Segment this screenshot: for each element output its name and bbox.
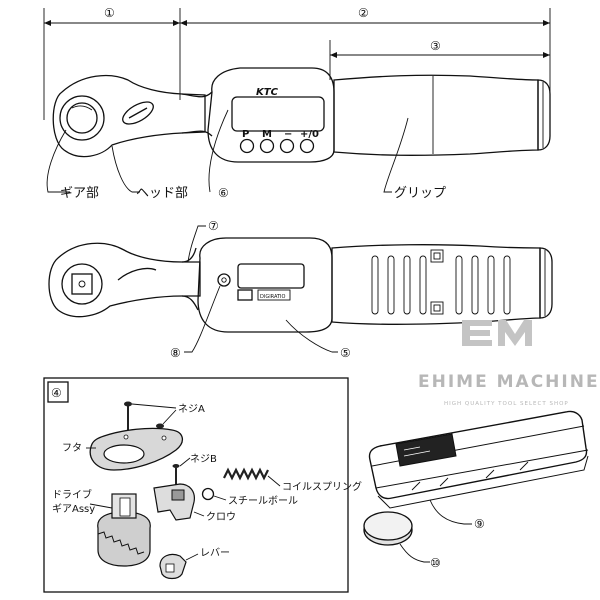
button-plus-zero [299, 138, 315, 154]
lever-back [117, 267, 157, 281]
grip-ribs [371, 255, 511, 315]
nameplate-text: DIGIRATIO [260, 294, 286, 300]
label-5: ⑤ [340, 346, 351, 360]
button-row: P M − +/0 [239, 129, 319, 154]
screw-b [172, 464, 180, 486]
claw-part [153, 483, 195, 521]
button-p [239, 138, 255, 154]
label-lid: フタ [62, 442, 82, 454]
label-screw-b: ネジB [190, 453, 217, 465]
brand-logo: KTC [256, 87, 279, 98]
label-coil-spring: コイルスプリング [282, 480, 362, 493]
parts-box-number-frame [47, 381, 69, 403]
label-9: ⑨ [474, 517, 485, 531]
button-minus [279, 138, 295, 154]
back-display [237, 263, 305, 289]
label-7: ⑦ [208, 219, 219, 233]
parts-box-number: ④ [51, 386, 62, 400]
lever-part [159, 553, 187, 580]
drive-ring [61, 263, 103, 305]
grip-bottom-end-cap [539, 247, 553, 319]
top-leaders: ギア部 ヘッド部 ⑥ グリップ [46, 109, 446, 201]
wrench-bottom-body [197, 237, 333, 333]
back-screw [217, 273, 231, 287]
parts-exploded-box: ④ ネジA フタ ネジB コイルスプリング [43, 377, 362, 593]
drive-gear-assy [97, 493, 151, 567]
grip-studs [430, 249, 444, 315]
label-8: ⑧ [170, 346, 181, 360]
label-grip: グリップ [394, 186, 446, 201]
watermark-name: EHIME MACHINE [418, 372, 600, 392]
watermark: EHIME MACHINE HIGH QUALITY TOOL SELECT S… [418, 320, 600, 407]
button-minus-label: − [284, 129, 292, 140]
nameplate [257, 289, 291, 301]
case-label [395, 433, 457, 467]
label-6: ⑥ [218, 186, 229, 200]
label-10: ⑩ [430, 556, 441, 570]
button-plus-zero-label: +/0 [300, 129, 319, 140]
button-m [259, 138, 275, 154]
steel-ball [201, 487, 215, 501]
label-drive: ドライブ [52, 488, 92, 501]
wrench-top-display-body [207, 67, 335, 163]
gear-ring [59, 95, 105, 141]
wrench-bottom-view: DIGIRATIO [48, 237, 553, 333]
dimension-3-label: ③ [430, 39, 441, 53]
parts-box-frame [43, 377, 349, 593]
label-gear-part: ギア部 [60, 186, 99, 201]
button-p-label: P [242, 129, 249, 140]
wrench-top-grip [333, 74, 539, 156]
wrench-top-view: KTC P M − +/0 [52, 67, 551, 163]
label-lever: レバー [200, 547, 230, 559]
bottom-leaders: ⑦ ⑧ ⑤ [170, 219, 351, 360]
back-button [237, 289, 253, 301]
square-drive [71, 273, 93, 295]
dimension-lines: ① ② ③ [43, 6, 551, 120]
gear-center [66, 102, 98, 134]
dimension-1-label: ① [104, 6, 115, 20]
wrench-top-head [52, 74, 206, 158]
coil-spring [223, 467, 269, 481]
grip-end-cap [537, 79, 551, 151]
label-head-part: ヘッド部 [136, 186, 188, 201]
button-m-label: M [262, 129, 272, 140]
em-logo-icon [462, 320, 532, 346]
storage-case [368, 410, 589, 509]
lcd-window [231, 96, 325, 132]
label-claw: クロウ [206, 511, 236, 523]
dimension-2-label: ② [358, 6, 369, 20]
label-steel-ball: スチールボール [228, 495, 298, 507]
round-cover [363, 511, 413, 546]
wrench-bottom-head [48, 242, 201, 318]
lever-slot [122, 101, 154, 125]
watermark-tagline: HIGH QUALITY TOOL SELECT SHOP [444, 401, 569, 407]
label-gear-assy: ギアAssy [52, 503, 95, 515]
label-screw-a: ネジA [178, 403, 205, 415]
